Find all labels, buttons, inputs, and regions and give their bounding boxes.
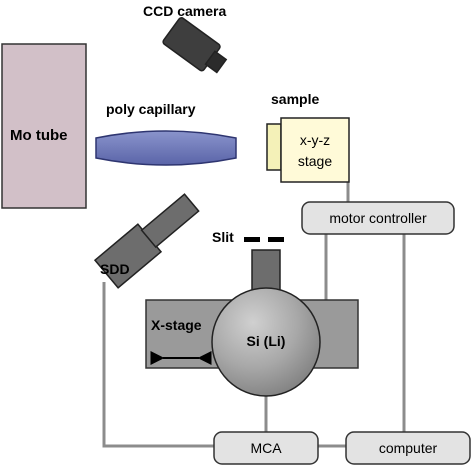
slit: Slit [212,229,284,245]
mo-tube-label: Mo tube [10,127,68,144]
mo-tube: Mo tube [1,43,87,209]
si-li-label: Si (Li) [247,333,286,349]
sample-holder [266,123,282,171]
computer-box [345,431,471,465]
mca-label: MCA [250,440,282,456]
sdd-label: SDD [100,261,130,277]
mo-tube-body [1,43,87,209]
sample-label: sample [271,91,319,107]
poly-capillary: poly capillary [95,101,237,166]
mca-box [213,431,319,465]
x-stage-label: X-stage [151,317,202,333]
wiring [102,182,406,448]
slit-blade-left [244,237,260,242]
ccd-camera-lens [204,50,228,74]
mca: MCA [213,431,319,465]
xyz-stage [280,117,350,183]
motor-controller-label: motor controller [329,210,427,226]
poly-capillary-label: poly capillary [106,101,196,117]
slit-label: Slit [212,229,234,245]
si-li-detector: Si (Li) [211,249,321,397]
xyz-stage-label-line2: stage [298,153,332,169]
si-li-body [211,287,321,397]
sdd-snout [140,193,200,249]
computer: computer [345,431,471,465]
motor-controller-box [301,201,455,235]
ccd-camera-label: CCD camera [143,3,226,19]
motor-controller: motor controller [301,201,455,235]
sample-stage: sample x-y-z stage [266,91,350,183]
xyz-stage-label-line1: x-y-z [300,132,330,148]
slit-blade-right [268,237,284,242]
ccd-camera: CCD camera [143,3,228,74]
wire-sdd-mca [102,282,214,448]
sdd-detector: SDD [93,193,200,289]
poly-capillary-lens [95,130,237,166]
computer-label: computer [379,440,438,456]
